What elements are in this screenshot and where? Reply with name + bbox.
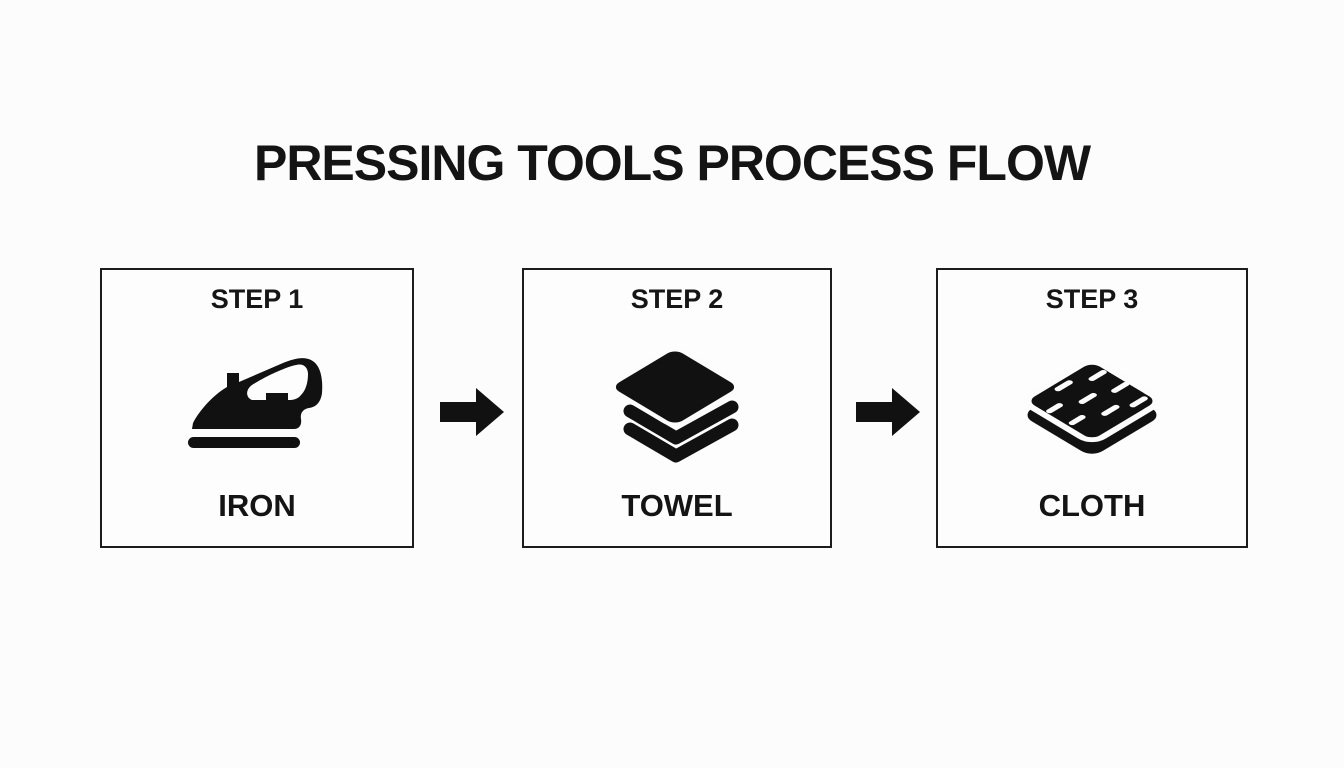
page-title: PRESSING TOOLS PROCESS FLOW [253,135,1091,191]
step-box-2: STEP 2 TOWEL [522,268,832,548]
arrow-right-icon [856,388,920,436]
cloth-icon [1012,336,1172,468]
step-label: STEP 3 [1045,284,1139,314]
step-box-3: STEP 3 [936,268,1248,548]
iron-icon [177,336,337,468]
step-name: IRON [218,488,296,523]
step-name: CLOTH [1038,488,1146,523]
step-name: TOWEL [621,488,733,523]
step-label: STEP 2 [630,284,724,314]
step-label: STEP 1 [210,284,304,314]
step-box-1: STEP 1 IRON [100,268,414,548]
arrow-right-icon [440,388,504,436]
towel-icon [597,336,757,468]
